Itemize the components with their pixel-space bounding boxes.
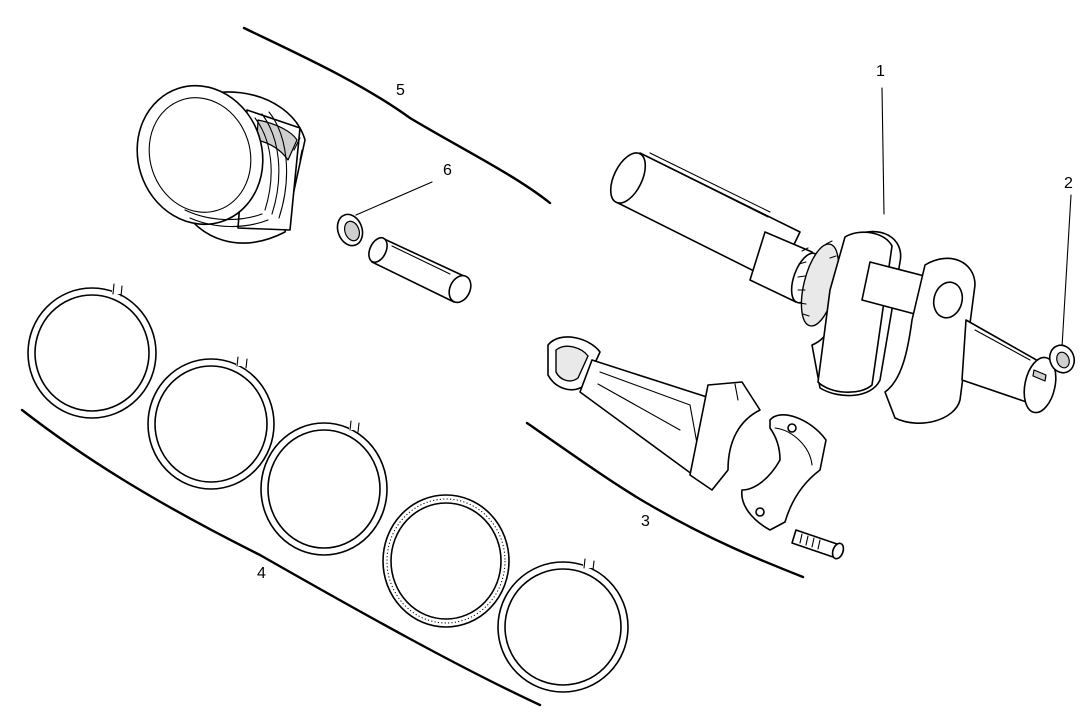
piston-ring-4-oil <box>382 494 510 628</box>
crankshaft <box>609 152 1057 424</box>
piston-ring-3 <box>260 420 388 556</box>
connecting-rod <box>547 336 845 560</box>
piston-ring-1 <box>27 283 157 419</box>
callout-6-piston-pin-clip: 6 <box>443 162 452 179</box>
piston-pin <box>368 236 472 304</box>
piston-pin-clip <box>336 213 364 247</box>
callout-4-piston-rings: 4 <box>257 565 266 582</box>
group-bracket-rod <box>525 421 805 579</box>
leader-line-6 <box>355 181 433 216</box>
piston-ring-2 <box>147 356 275 490</box>
callout-3-connecting-rod: 3 <box>641 513 650 530</box>
callout-1-crankshaft: 1 <box>876 63 885 80</box>
callout-2-woodruff-key: 2 <box>1064 175 1073 192</box>
leader-line-1 <box>881 87 885 215</box>
callout-5-piston: 5 <box>396 82 405 99</box>
group-bracket-piston <box>242 26 552 205</box>
piston-ring-5 <box>497 558 629 693</box>
group-bracket-rings <box>20 408 542 707</box>
piston-rings <box>27 283 629 693</box>
piston <box>136 84 306 244</box>
woodruff-key <box>1048 344 1076 374</box>
leader-line-2 <box>1061 194 1072 348</box>
